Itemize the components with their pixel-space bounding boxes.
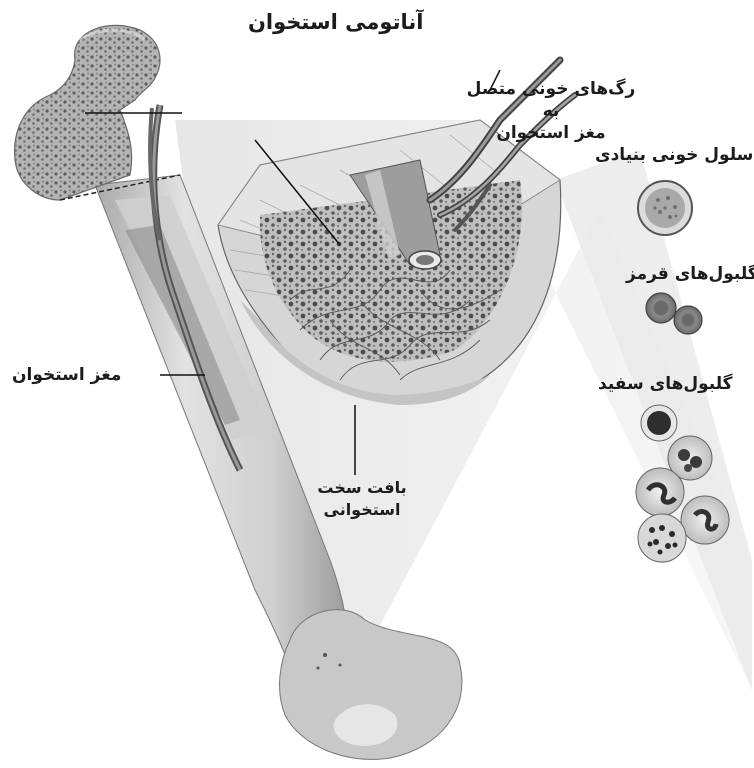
label-white-cells: گلبول‌های سفید — [598, 373, 733, 395]
label-hard-tissue-line2: استخوانی — [312, 499, 412, 521]
label-vessels-line1: رگ‌های خونی متصل به — [456, 78, 646, 122]
label-vessels: رگ‌های خونی متصل به مغز استخوان — [456, 78, 646, 144]
label-stem-cell: سلول خونی بنیادی — [595, 144, 753, 166]
label-vessels-line2: مغز استخوان — [456, 122, 646, 144]
label-marrow: مغز استخوان — [12, 364, 121, 386]
figure-title: آناتومی استخوان — [248, 8, 423, 36]
label-hard-tissue-line1: بافت سخت — [312, 477, 412, 499]
stem-cell-illustration — [638, 181, 692, 235]
label-red-cells: گلبول‌های قرمز — [626, 263, 754, 285]
label-hard-tissue: بافت سخت استخوانی — [312, 477, 412, 521]
